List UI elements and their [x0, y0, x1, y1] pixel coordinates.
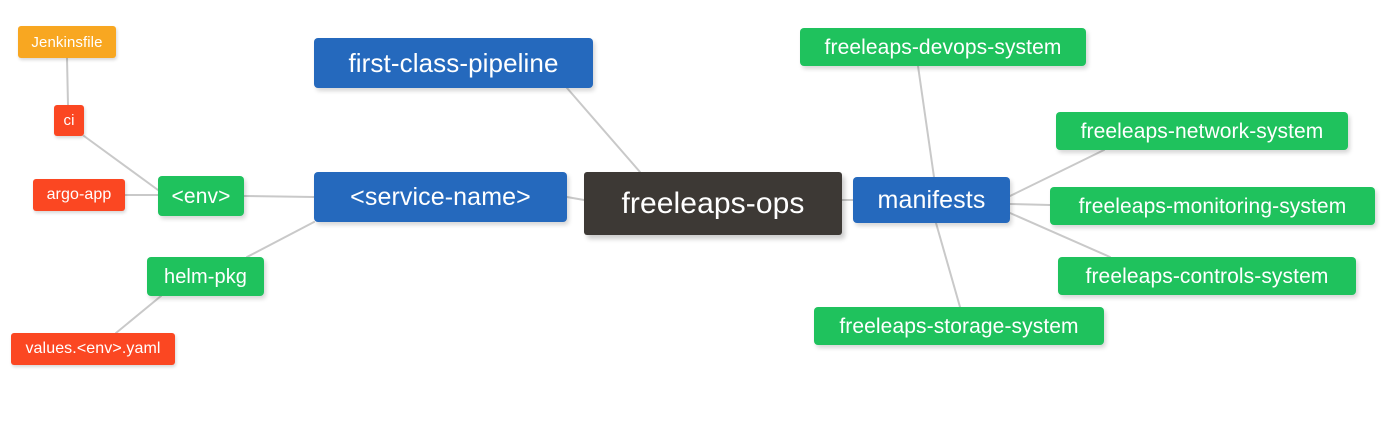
mindmap-node-freeleaps-storage-system[interactable]: freeleaps-storage-system: [814, 307, 1104, 345]
mindmap-node-freeleaps-network-system[interactable]: freeleaps-network-system: [1056, 112, 1348, 150]
node-label: freeleaps-storage-system: [839, 314, 1079, 338]
node-label: manifests: [877, 185, 986, 214]
node-label: freeleaps-network-system: [1080, 119, 1324, 143]
node-label: argo-app: [46, 186, 112, 203]
mindmap-node-helm-pkg[interactable]: helm-pkg: [147, 257, 264, 296]
mindmap-node-manifests[interactable]: manifests: [853, 177, 1010, 223]
mindmap-node-jenkinsfile[interactable]: Jenkinsfile: [18, 26, 116, 58]
node-label: freeleaps-ops: [621, 186, 805, 220]
mindmap-node-argo-app[interactable]: argo-app: [33, 179, 125, 211]
mindmap-node-freeleaps-monitoring-system[interactable]: freeleaps-monitoring-system: [1050, 187, 1375, 225]
node-label: first-class-pipeline: [348, 48, 559, 78]
node-label: ci: [63, 112, 75, 129]
node-label: freeleaps-controls-system: [1085, 264, 1329, 288]
node-label: freeleaps-monitoring-system: [1078, 194, 1347, 218]
node-label: <env>: [171, 184, 231, 208]
node-label: Jenkinsfile: [31, 33, 103, 51]
mindmap-node-env[interactable]: <env>: [158, 176, 244, 216]
node-label: helm-pkg: [163, 265, 248, 288]
mindmap-node-freeleaps-ops[interactable]: freeleaps-ops: [584, 172, 842, 235]
mindmap-node-freeleaps-devops-system[interactable]: freeleaps-devops-system: [800, 28, 1086, 66]
node-label: freeleaps-devops-system: [824, 35, 1062, 59]
mindmap-node-values-yaml[interactable]: values.<env>.yaml: [11, 333, 175, 365]
node-label: <service-name>: [350, 182, 531, 211]
mindmap-node-first-class-pipeline[interactable]: first-class-pipeline: [314, 38, 593, 88]
mindmap-node-service-name[interactable]: <service-name>: [314, 172, 567, 222]
mindmap-node-freeleaps-controls-system[interactable]: freeleaps-controls-system: [1058, 257, 1356, 295]
mindmap-node-ci[interactable]: ci: [54, 105, 84, 136]
node-label: values.<env>.yaml: [25, 340, 161, 357]
